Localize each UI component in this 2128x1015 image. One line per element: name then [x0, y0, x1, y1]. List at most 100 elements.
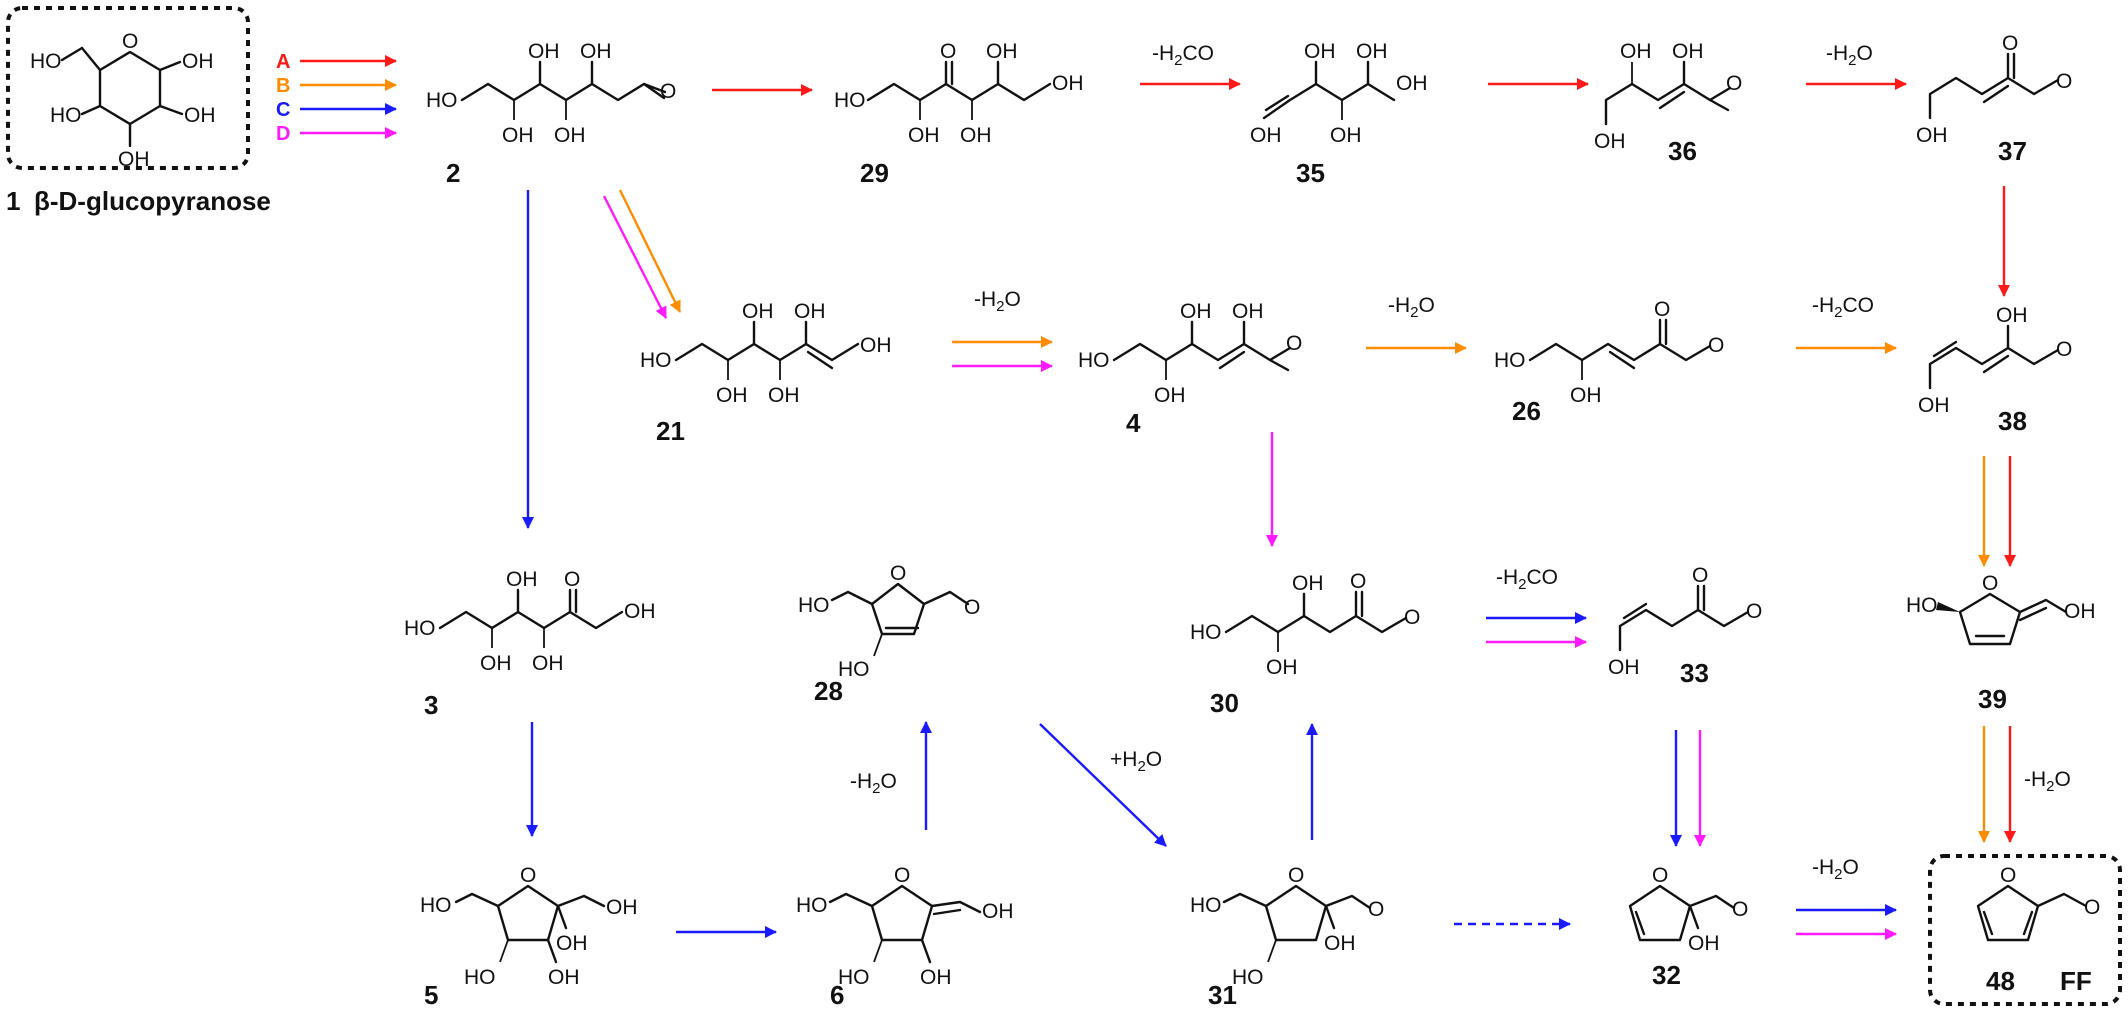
ring-oxygen-label: O	[2000, 864, 2016, 887]
ketone-oxygen-label: O	[564, 568, 580, 591]
oh-label: OH	[1918, 394, 1950, 417]
ring-oxygen-label: O	[1288, 864, 1304, 887]
oh-label: OH	[860, 334, 892, 357]
structure-2: HO OH OH OH OH O	[426, 40, 676, 147]
compound-ff-label: FF	[2060, 966, 2092, 996]
oh-label: OH	[1570, 384, 1602, 407]
structure-21: HO OH OH OH OH OH	[640, 300, 892, 407]
structure-31: O HO O OH HO	[1190, 864, 1384, 989]
oh-label: OH	[1266, 656, 1298, 679]
oh-label: OH	[556, 932, 588, 955]
structure-1: O HO OH OH OH HO	[30, 30, 216, 171]
ho-label: HO	[1494, 349, 1526, 372]
oh-label: OH	[1608, 656, 1640, 679]
ring-oxygen-label: O	[122, 30, 138, 53]
legend-label-d: D	[276, 123, 290, 145]
ho-label: HO	[50, 104, 82, 127]
ketone-oxygen-label: O	[1654, 298, 1670, 321]
oh-label: OH	[1232, 300, 1264, 323]
oh-label: OH	[1292, 572, 1324, 595]
compound-6-number: 6	[830, 980, 844, 1010]
legend-label-c: C	[276, 99, 290, 121]
carbonyl-oxygen-label: O	[2056, 70, 2072, 93]
compound-31-number: 31	[1208, 980, 1237, 1010]
oh-label: OH	[920, 966, 952, 989]
structure-38: OH OH O	[1918, 304, 2072, 417]
compound-1-number: 1	[6, 186, 20, 216]
ho-label: HO	[640, 349, 672, 372]
oh-label: OH	[554, 124, 586, 147]
compound-5-number: 5	[424, 980, 438, 1010]
oh-label: OH	[480, 652, 512, 675]
condition-plus-h2o: +H2O	[1110, 748, 1162, 775]
oh-label: OH	[182, 50, 214, 73]
condition-minus-h2co: -H2CO	[1496, 566, 1558, 593]
ho-label: HO	[834, 89, 866, 112]
carbonyl-oxygen-label: O	[1368, 898, 1384, 921]
carbonyl-oxygen-label: O	[1404, 606, 1420, 629]
carbonyl-oxygen-label: O	[1746, 600, 1762, 623]
ho-label: HO	[30, 50, 62, 73]
compound-39-number: 39	[1978, 684, 2007, 714]
structure-3: HO OH O OH OH OH	[404, 568, 656, 675]
arrow-2-to-21-b	[618, 189, 682, 313]
condition-minus-h2co: -H2CO	[1152, 42, 1214, 69]
ketone-oxygen-label: O	[940, 40, 956, 63]
structure-35: OH OH OH OH OH	[1250, 40, 1428, 147]
oh-label: OH	[794, 300, 826, 323]
oh-label: OH	[982, 900, 1014, 923]
carbonyl-oxygen-label: O	[2084, 896, 2100, 919]
oh-label: OH	[986, 40, 1018, 63]
oh-label: OH	[528, 40, 560, 63]
oh-label: OH	[1396, 72, 1428, 95]
compound-33-number: 33	[1680, 658, 1709, 688]
compound-2-number: 2	[446, 158, 460, 188]
structure-6: O HO OH HO OH	[796, 864, 1014, 989]
structure-5: O HO OH OH HO OH	[420, 864, 638, 989]
ketone-oxygen-label: O	[2002, 32, 2018, 55]
oh-label: OH	[532, 652, 564, 675]
arrow-2-to-21-d	[602, 195, 668, 319]
ho-label: HO	[426, 89, 458, 112]
product-box	[1928, 854, 2122, 1006]
ho-label: HO	[464, 966, 496, 989]
oh-label: OH	[1672, 40, 1704, 63]
compound-37-number: 37	[1998, 136, 2027, 166]
ho-label: HO	[1078, 349, 1110, 372]
oh-label: OH	[716, 384, 748, 407]
ho-label: HO	[404, 617, 436, 640]
oh-label: OH	[118, 148, 150, 171]
oh-label: OH	[960, 124, 992, 147]
structure-33: OH O O	[1608, 564, 1762, 679]
oh-label: OH	[1250, 124, 1282, 147]
oh-label: OH	[548, 966, 580, 989]
structure-28: O HO HO O	[798, 562, 980, 681]
compound-1-name: β-D-glucopyranose	[34, 186, 271, 216]
structure-36: OH OH OH O	[1594, 40, 1742, 153]
oh-label: OH	[908, 124, 940, 147]
ho-label: HO	[1906, 594, 1938, 617]
ho-label: HO	[1190, 894, 1222, 917]
oh-label: OH	[624, 600, 656, 623]
ring-oxygen-label: O	[894, 864, 910, 887]
carbonyl-oxygen-label: O	[660, 80, 676, 103]
ring-oxygen-label: O	[520, 864, 536, 887]
compound-48-number: 48	[1986, 966, 2015, 996]
compound-32-number: 32	[1652, 960, 1681, 990]
condition-minus-h2co: -H2CO	[1812, 294, 1874, 321]
ho-label: HO	[838, 966, 870, 989]
carbonyl-oxygen-label: O	[1286, 332, 1302, 355]
start-box	[6, 6, 250, 170]
condition-minus-h2o: -H2O	[1826, 42, 1873, 69]
oh-label: OH	[768, 384, 800, 407]
ho-label: HO	[798, 594, 830, 617]
carbonyl-oxygen-label: O	[1732, 898, 1748, 921]
oh-label: OH	[1324, 932, 1356, 955]
compound-30-number: 30	[1210, 688, 1239, 718]
oh-label: OH	[606, 896, 638, 919]
ketone-oxygen-label: O	[1692, 564, 1708, 587]
legend-label-a: A	[276, 51, 290, 73]
structure-39: O HO OH	[1906, 572, 2096, 646]
condition-minus-h2o: -H2O	[1812, 856, 1859, 883]
arrow-28-to-31	[1039, 723, 1167, 847]
